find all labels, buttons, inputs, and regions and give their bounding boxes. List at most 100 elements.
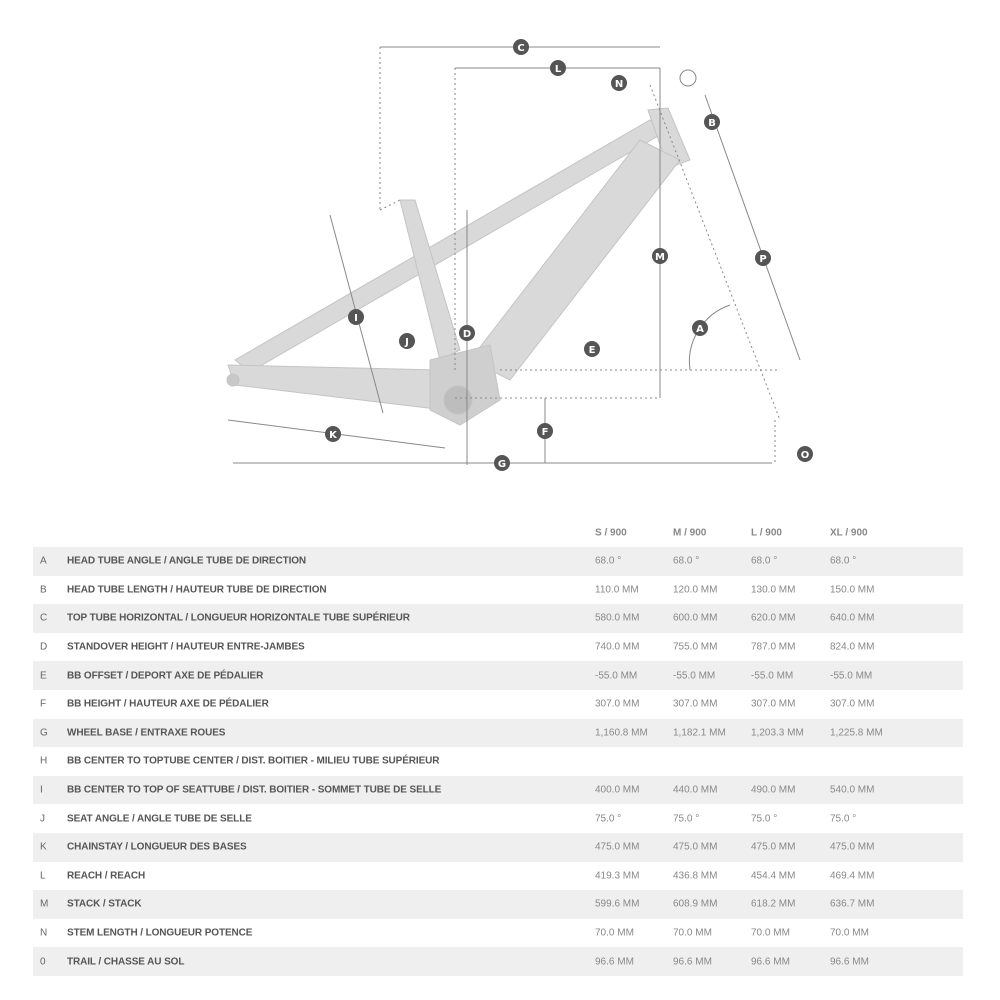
column-header-s: S / 900 [595, 527, 627, 538]
callout-markers: A B C D E F G I J K L M N O P [325, 39, 813, 471]
callout-j: J [399, 333, 415, 349]
value-xl: 70.0 MM [830, 927, 869, 939]
value-s: 599.6 MM [595, 898, 640, 910]
row-label: REACH / REACH [67, 870, 146, 882]
svg-text:L: L [555, 64, 562, 75]
value-l: 70.0 MM [751, 927, 790, 939]
value-m: 436.8 MM [673, 870, 718, 882]
row-key: D [40, 641, 48, 653]
row-label: WHEEL BASE / ENTRAXE ROUES [67, 727, 226, 739]
table-body: A HEAD TUBE ANGLE / ANGLE TUBE DE DIRECTI… [33, 547, 963, 976]
value-l: 620.0 MM [751, 612, 796, 624]
value-xl: 469.4 MM [830, 870, 875, 882]
value-l: 490.0 MM [751, 784, 796, 796]
value-m: 68.0 ° [673, 555, 700, 567]
value-xl: 75.0 ° [830, 813, 857, 825]
row-key: E [40, 670, 47, 682]
value-l: 96.6 MM [751, 956, 790, 968]
value-xl: 475.0 MM [830, 841, 875, 853]
value-l: 130.0 MM [751, 584, 796, 596]
value-xl: -55.0 MM [830, 670, 873, 682]
row-key: I [40, 784, 43, 796]
row-label: BB CENTER TO TOP OF SEATTUBE / DIST. BOI… [67, 784, 442, 796]
row-label: BB HEIGHT / HAUTEUR AXE DE PÉDALIER [67, 698, 269, 710]
column-header-l: L / 900 [751, 527, 782, 538]
row-key: H [40, 755, 48, 767]
dimension-lines [227, 46, 801, 465]
value-s: 307.0 MM [595, 698, 640, 710]
value-xl: 1,225.8 MM [830, 727, 883, 739]
svg-text:C: C [517, 43, 524, 54]
row-label: BB OFFSET / DEPORT AXE DE PÉDALIER [67, 670, 264, 682]
value-m: 1,182.1 MM [673, 727, 726, 739]
table-row: D STANDOVER HEIGHT / HAUTEUR ENTRE-JAMBES… [33, 633, 963, 662]
svg-text:M: M [655, 252, 665, 263]
table-row: 0 TRAIL / CHASSE AU SOL 96.6 MM 96.6 MM 96.6… [33, 947, 963, 976]
value-xl: 307.0 MM [830, 698, 875, 710]
row-label: HEAD TUBE LENGTH / HAUTEUR TUBE DE DIREC… [67, 584, 327, 596]
callout-c: C [513, 39, 529, 55]
value-l: 475.0 MM [751, 841, 796, 853]
callout-a: A [692, 320, 708, 336]
svg-text:N: N [615, 79, 623, 90]
svg-text:K: K [329, 430, 338, 441]
value-xl: 150.0 MM [830, 584, 875, 596]
value-xl: 640.0 MM [830, 612, 875, 624]
callout-e: E [584, 341, 600, 357]
row-label: TRAIL / CHASSE AU SOL [67, 956, 185, 968]
svg-text:F: F [542, 427, 549, 438]
value-m: -55.0 MM [673, 670, 716, 682]
value-m: 608.9 MM [673, 898, 718, 910]
row-key: L [40, 870, 46, 882]
row-label: TOP TUBE HORIZONTAL / LONGUEUR HORIZONTA… [67, 612, 410, 624]
svg-text:A: A [696, 324, 704, 335]
row-key: N [40, 927, 48, 939]
table-row: H BB CENTER TO TOPTUBE CENTER / DIST. BOI… [33, 747, 963, 776]
callout-d: D [459, 325, 475, 341]
row-key: 0 [40, 956, 46, 968]
value-s: 68.0 ° [595, 555, 622, 567]
value-s: 400.0 MM [595, 784, 640, 796]
callout-i: I [348, 309, 364, 325]
row-label: BB CENTER TO TOPTUBE CENTER / DIST. BOIT… [67, 755, 440, 767]
value-l: 68.0 ° [751, 555, 778, 567]
svg-text:P: P [759, 254, 766, 265]
value-m: 70.0 MM [673, 927, 712, 939]
value-l: 307.0 MM [751, 698, 796, 710]
value-m: 120.0 MM [673, 584, 718, 596]
callout-g: G [494, 455, 510, 471]
row-key: J [40, 813, 45, 825]
table-header: S / 900 M / 900 L / 900 XL / 900 [33, 518, 963, 547]
value-m: 96.6 MM [673, 956, 712, 968]
svg-text:D: D [463, 329, 471, 340]
geometry-table: S / 900 M / 900 L / 900 XL / 900 A HEAD T… [33, 518, 963, 976]
value-l: 787.0 MM [751, 641, 796, 653]
table-row: A HEAD TUBE ANGLE / ANGLE TUBE DE DIRECTI… [33, 547, 963, 576]
table-row: E BB OFFSET / DEPORT AXE DE PÉDALIER -55.0… [33, 661, 963, 690]
value-s: 419.3 MM [595, 870, 640, 882]
value-xl: 68.0 ° [830, 555, 857, 567]
row-label: STANDOVER HEIGHT / HAUTEUR ENTRE-JAMBES [67, 641, 305, 653]
frame-illustration [226, 107, 691, 426]
value-m: 75.0 ° [673, 813, 700, 825]
row-key: A [40, 555, 47, 567]
value-m: 475.0 MM [673, 841, 718, 853]
column-header-xl: XL / 900 [830, 527, 868, 538]
svg-text:G: G [498, 459, 506, 470]
row-key: G [40, 727, 48, 739]
value-s: -55.0 MM [595, 670, 638, 682]
callout-b: B [704, 114, 720, 130]
callout-n: N [611, 75, 627, 91]
value-l: 1,203.3 MM [751, 727, 804, 739]
value-s: 580.0 MM [595, 612, 640, 624]
row-label: HEAD TUBE ANGLE / ANGLE TUBE DE DIRECTIO… [67, 555, 307, 567]
value-s: 96.6 MM [595, 956, 634, 968]
